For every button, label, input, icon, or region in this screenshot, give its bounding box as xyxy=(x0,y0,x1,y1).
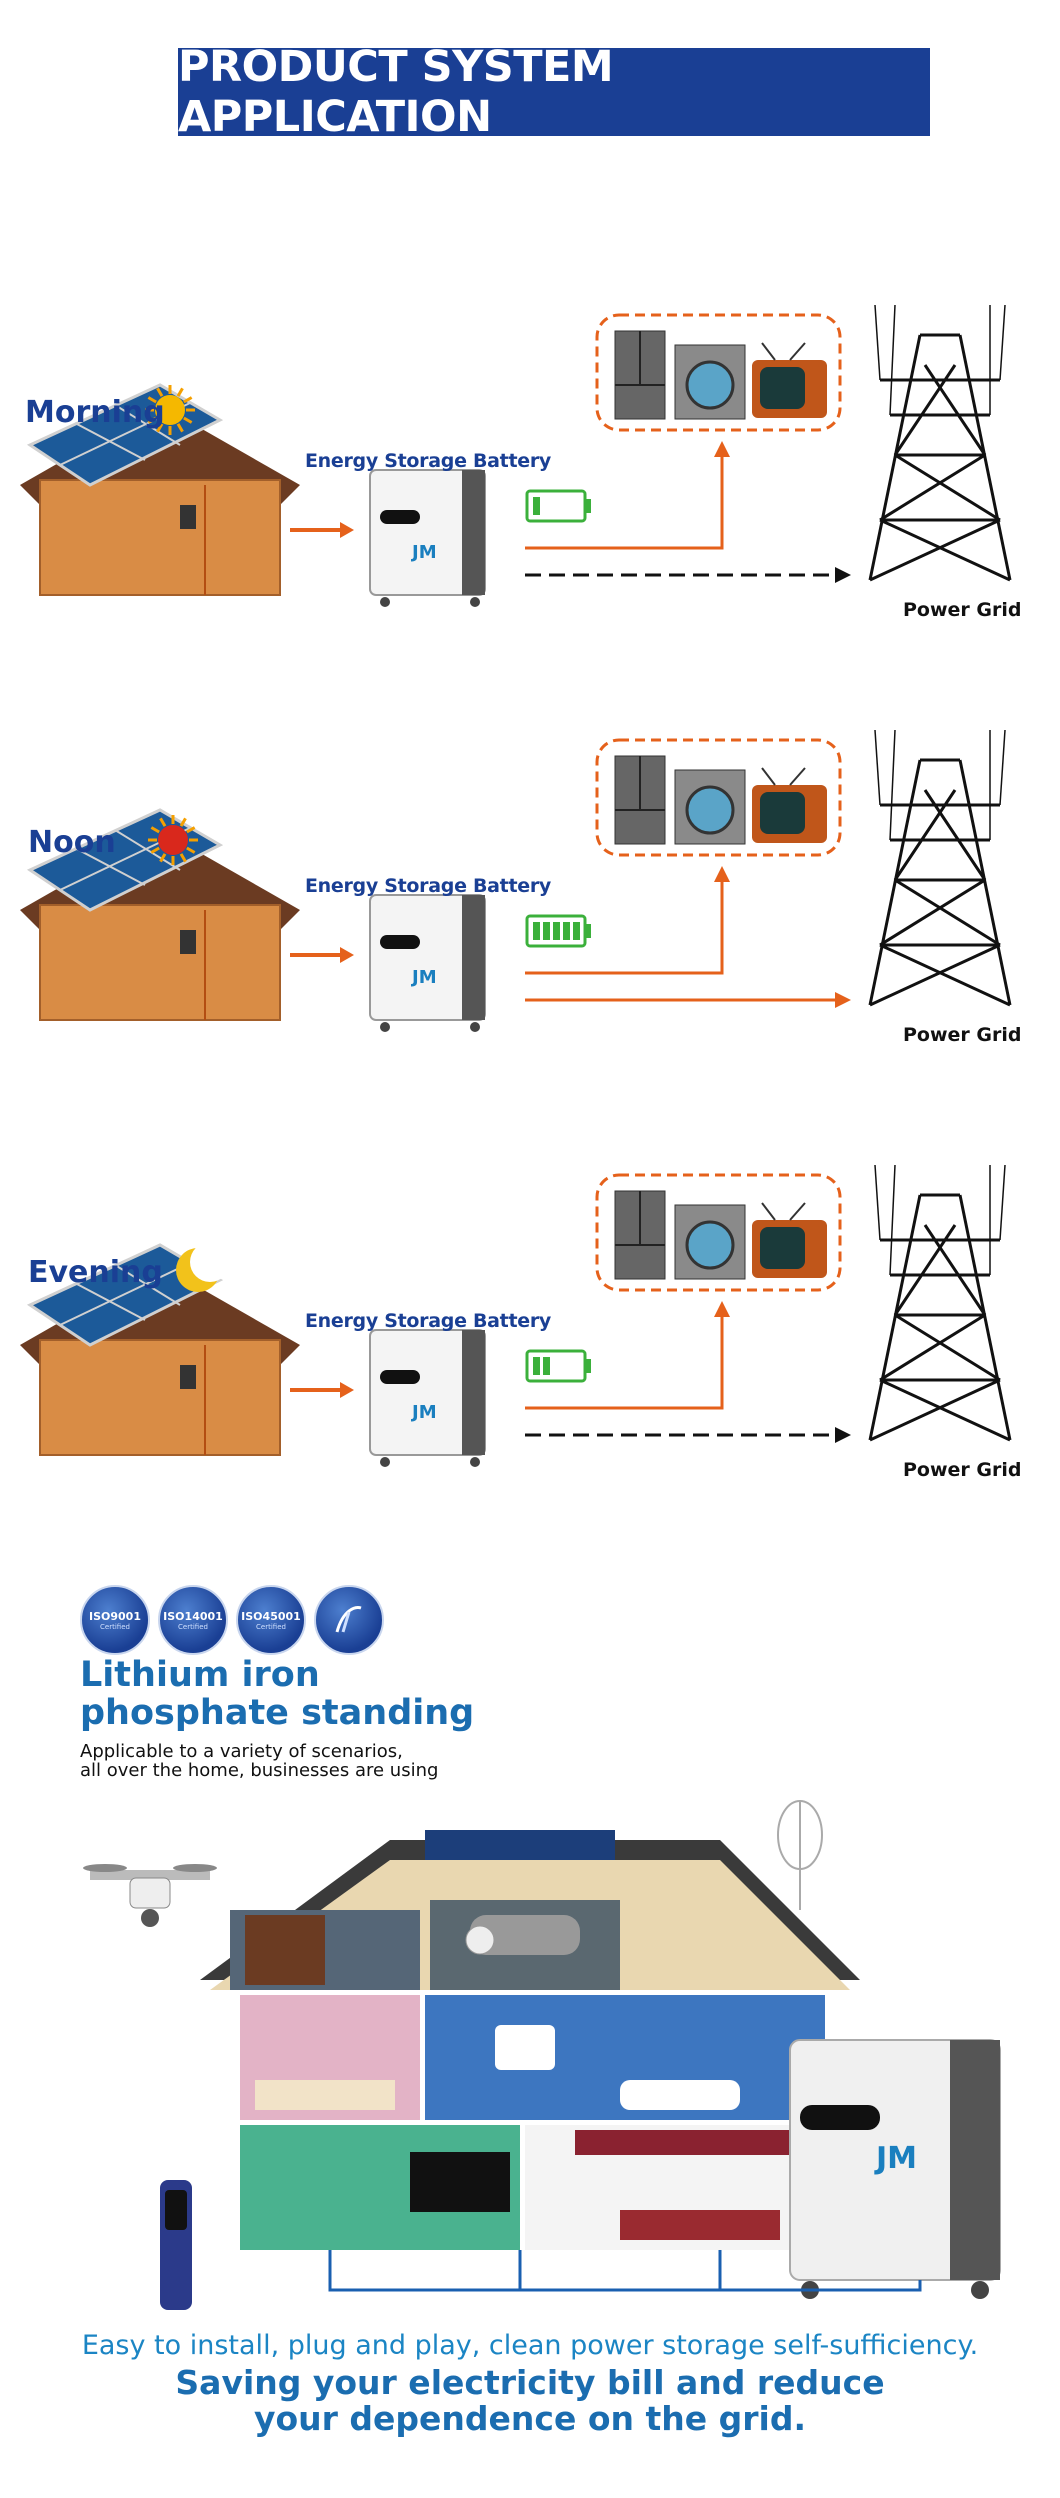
iso14001-badge-icon: ISO14001 Certified xyxy=(158,1585,228,1655)
svg-text:JM: JM xyxy=(410,967,437,988)
battery-to-appliances-arrow xyxy=(525,866,730,975)
charge-bar xyxy=(533,497,540,515)
house-to-battery-arrow xyxy=(290,1382,354,1398)
time-of-day-label: Morning xyxy=(25,395,165,430)
energy-flow-scene: JM xyxy=(0,730,1060,1130)
svg-text:JM: JM xyxy=(410,1402,437,1423)
power-tower-icon xyxy=(868,1165,1012,1442)
grid-flow-arrow xyxy=(525,1427,851,1443)
red-sun-icon xyxy=(148,815,198,865)
drone-icon xyxy=(83,1864,217,1927)
charge-bar xyxy=(573,922,580,940)
house-to-battery-arrow xyxy=(290,522,354,538)
connection-lines xyxy=(328,2250,922,2292)
battery-to-appliances-arrow xyxy=(525,441,730,550)
svg-text:JM: JM xyxy=(410,542,437,563)
brand-emblem-icon xyxy=(314,1585,384,1655)
svg-text:JM: JM xyxy=(874,2141,917,2176)
header-banner: PRODUCT SYSTEM APPLICATION xyxy=(178,42,930,142)
feature-subtext-line1: Applicable to a variety of scenarios, xyxy=(80,1741,403,1762)
charge-level-icon xyxy=(525,489,591,523)
grid-flow-arrow xyxy=(525,992,851,1008)
scene-illustration: JM xyxy=(20,305,1012,607)
power-tower-icon xyxy=(868,730,1012,1007)
time-of-day-label: Noon xyxy=(28,825,116,860)
power-grid-label: Power Grid xyxy=(903,1459,1022,1481)
charge-level-icon xyxy=(525,1349,591,1383)
charge-bar xyxy=(543,1357,550,1375)
home-appliances-icon xyxy=(595,313,842,432)
feature-subtext-line2: all over the home, businesses are using xyxy=(80,1760,439,1781)
storage-battery-icon: JM xyxy=(369,469,486,607)
footer-line1: Easy to install, plug and play, clean po… xyxy=(81,2330,979,2361)
charge-level-icon xyxy=(525,914,591,948)
footer-line2: Saving your electricity bill and reduce xyxy=(175,2363,885,2402)
scene-illustration: JM xyxy=(20,1165,1012,1467)
battery-label: Energy Storage Battery xyxy=(305,875,551,897)
iso45001-badge-icon: ISO45001 Certified xyxy=(236,1585,306,1655)
large-storage-battery-icon: JM xyxy=(789,2039,1001,2299)
iso9001-badge-icon: ISO9001 Certified xyxy=(80,1585,150,1655)
battery-to-appliances-arrow xyxy=(525,1301,730,1410)
storage-battery-icon: JM xyxy=(369,1329,486,1467)
footer-line3: your dependence on the grid. xyxy=(253,2399,807,2438)
house-cutaway-illustration: JM xyxy=(83,1800,1001,2310)
power-grid-label: Power Grid xyxy=(903,599,1022,621)
storage-battery-icon: JM xyxy=(369,894,486,1032)
charge-bar xyxy=(563,922,570,940)
grid-flow-arrow xyxy=(525,567,851,583)
house-with-solar-icon xyxy=(20,1243,300,1456)
page-title: PRODUCT SYSTEM APPLICATION xyxy=(178,42,614,142)
wind-turbine-icon xyxy=(777,1800,823,1910)
energy-flow-scene: JM xyxy=(0,1165,1060,1565)
sun-icon xyxy=(145,385,195,435)
battery-label: Energy Storage Battery xyxy=(305,450,551,472)
charge-bar xyxy=(553,922,560,940)
energy-flow-scene: JM xyxy=(0,305,1060,705)
battery-label: Energy Storage Battery xyxy=(305,1310,551,1332)
power-tower-icon xyxy=(868,305,1012,582)
house-to-battery-arrow xyxy=(290,947,354,963)
charge-bar xyxy=(533,922,540,940)
ev-charger-icon xyxy=(160,2180,192,2310)
charge-bar xyxy=(543,922,550,940)
home-appliances-icon xyxy=(595,738,842,857)
charge-bar xyxy=(533,1357,540,1375)
power-grid-label: Power Grid xyxy=(903,1024,1022,1046)
moon-icon xyxy=(176,1242,230,1292)
home-appliances-icon xyxy=(595,1173,842,1292)
feature-heading-line2: phosphate standing xyxy=(80,1693,475,1733)
feature-heading-line1: Lithium iron xyxy=(80,1655,320,1695)
time-of-day-label: Evening xyxy=(28,1255,163,1290)
house-with-solar-icon xyxy=(20,383,300,596)
scene-illustration: JM xyxy=(20,730,1012,1032)
